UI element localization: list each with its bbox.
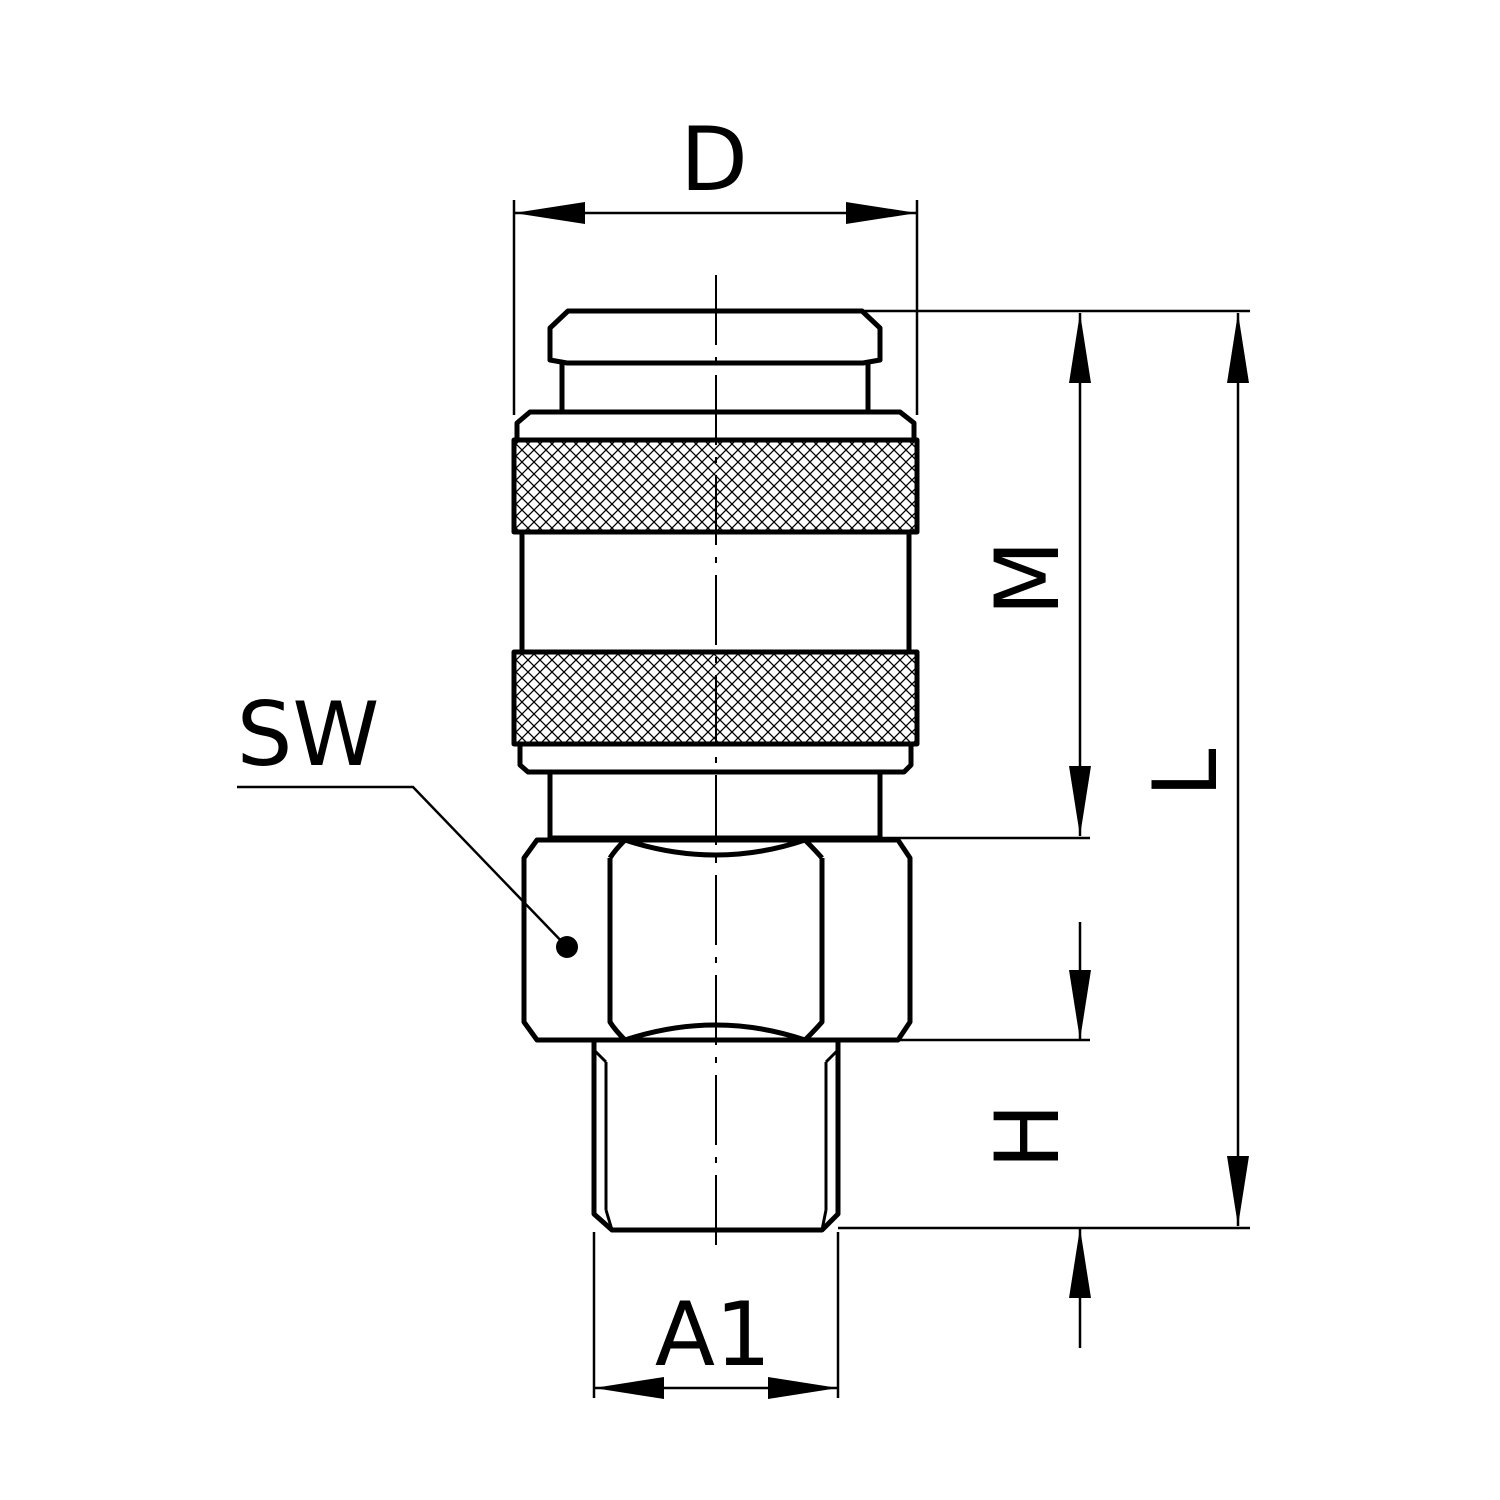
thread-inner-lines: [592, 1048, 840, 1231]
hex-face-lines: [607, 837, 825, 1043]
top-lip: [547, 308, 883, 366]
label-a1: A1: [655, 1283, 771, 1386]
dimension-m: [862, 309, 1250, 840]
label-m: M: [976, 540, 1079, 616]
dimension-l: [838, 313, 1250, 1230]
dimension-a1: [592, 1232, 840, 1399]
label-d: D: [680, 108, 748, 211]
dimension-h: [898, 922, 1091, 1348]
sw-leader: [237, 785, 578, 958]
dimension-d: [512, 200, 919, 415]
upper-neck: [559, 363, 871, 413]
label-h: H: [976, 1103, 1079, 1169]
sleeve-body: [519, 532, 912, 652]
label-l: L: [1134, 748, 1237, 797]
sleeve-bottom: [517, 744, 914, 775]
label-sw: SW: [237, 683, 380, 786]
